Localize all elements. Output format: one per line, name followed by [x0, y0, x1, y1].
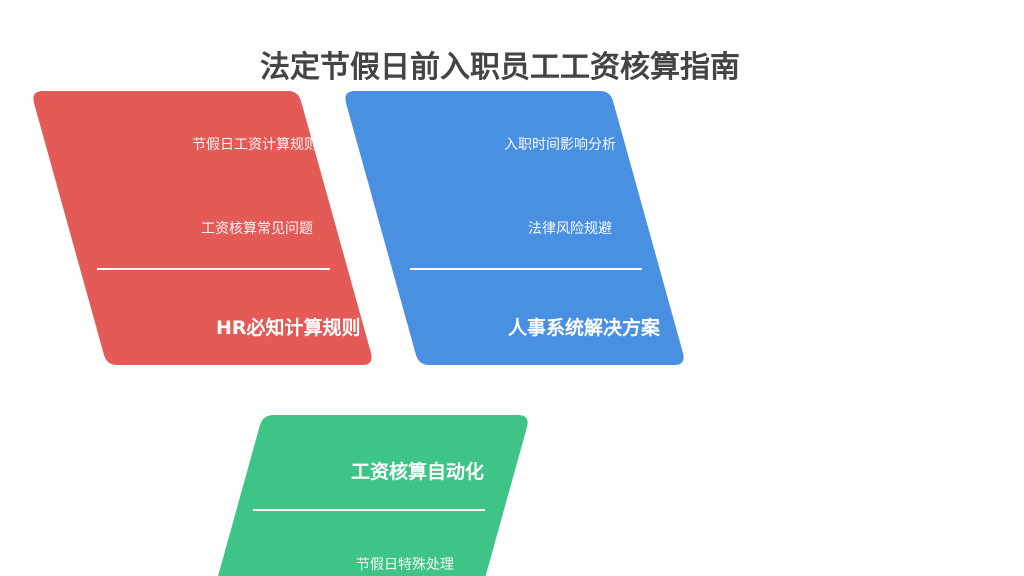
blue-card-shape [345, 91, 684, 365]
blue-card-item-2: 法律风险规避 [528, 221, 612, 237]
blue-card-heading: 人事系统解决方案 [508, 317, 661, 339]
blue-card-item-1: 入职时间影响分析 [504, 137, 616, 153]
red-card-divider [97, 268, 330, 270]
green-card-item-1: 节假日特殊处理 [356, 557, 454, 573]
green-card-shape [218, 415, 528, 576]
red-card-item-2: 工资核算常见问题 [201, 221, 313, 237]
red-card-heading: HR必知计算规则 [216, 317, 361, 339]
page-title: 法定节假日前入职员工工资核算指南 [260, 50, 740, 85]
red-card-item-1: 节假日工资计算规则 [192, 137, 314, 153]
blue-card-divider [410, 268, 642, 270]
green-card-heading: 工资核算自动化 [351, 461, 485, 483]
red-card-shape [33, 91, 372, 365]
green-card-divider [253, 509, 485, 511]
